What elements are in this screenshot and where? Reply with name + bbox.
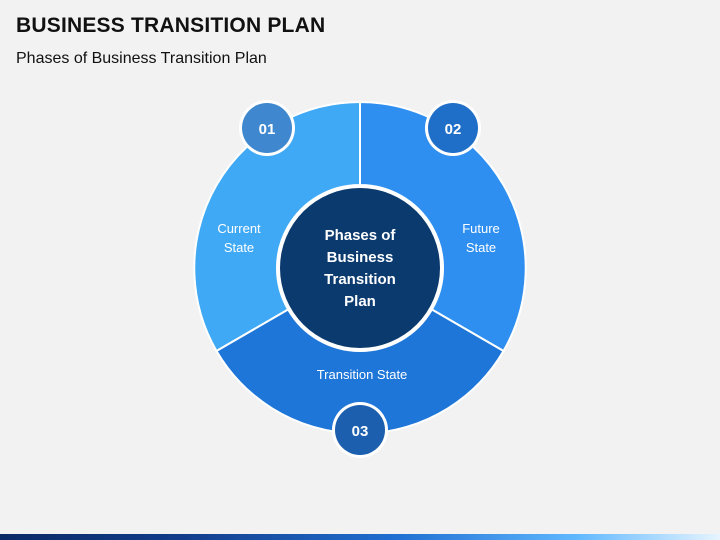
center-circle-fill <box>280 188 440 348</box>
center-label-line-4: Plan <box>344 293 376 310</box>
center-label-line-3: Transition <box>324 271 396 288</box>
segment-label-transition: Transition State <box>317 367 408 382</box>
badge-03: 03 <box>332 402 388 458</box>
center-label-line-2: Business <box>327 249 394 266</box>
badge-03-label: 03 <box>352 423 369 440</box>
badge-02-label: 02 <box>445 121 462 138</box>
page-subtitle: Phases of Business Transition Plan <box>16 50 267 67</box>
segment-label-current-line-2: State <box>224 240 254 255</box>
segment-label-current-line-1: Current <box>217 221 261 236</box>
segment-label-future-line-2: State <box>466 240 496 255</box>
badge-01-label: 01 <box>259 121 276 138</box>
badge-01: 01 <box>239 100 295 156</box>
page-title: BUSINESS TRANSITION PLAN <box>16 14 326 37</box>
footer-gradient-bar <box>0 534 720 540</box>
center-label-line-1: Phases of <box>325 227 397 244</box>
segment-label-future-line-1: Future <box>462 221 500 236</box>
badge-02: 02 <box>425 100 481 156</box>
